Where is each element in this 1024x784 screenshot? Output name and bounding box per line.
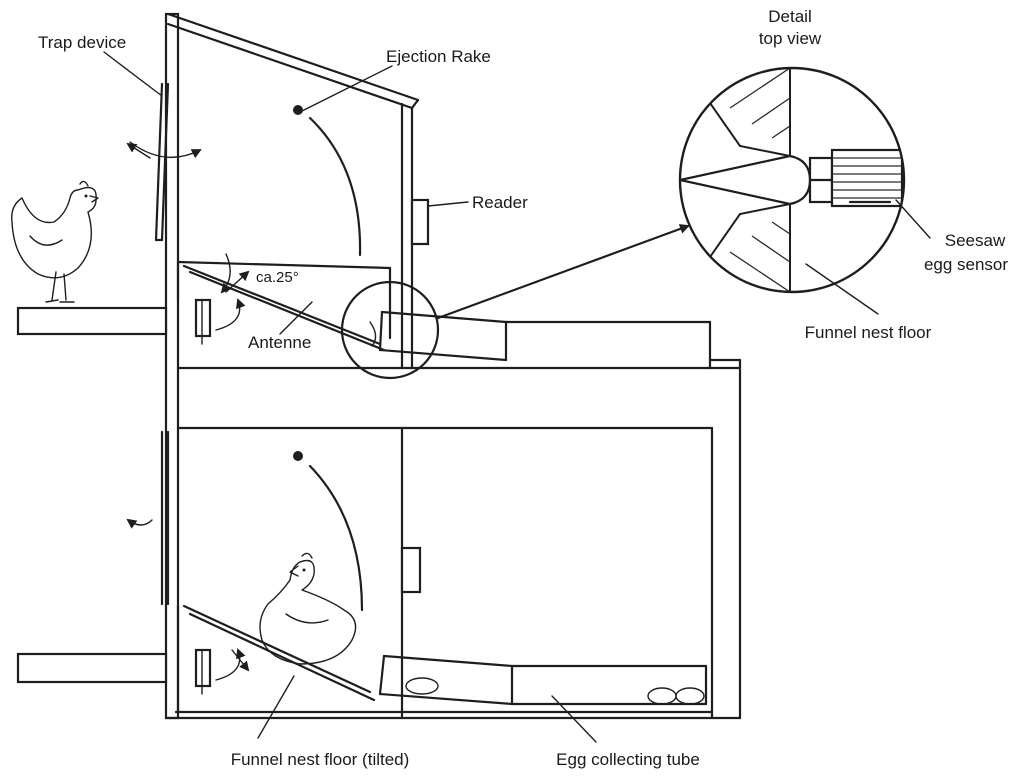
pivot-arrows-lower (215, 648, 250, 681)
label-detail: Detail (768, 7, 811, 26)
label-seesaw: Seesaw (945, 231, 1006, 250)
lower-perch (16, 652, 168, 684)
trap-device-lower (160, 430, 170, 606)
label-ejection-rake: Ejection Rake (386, 47, 491, 66)
trap-device-upper (154, 82, 170, 242)
reader-upper (410, 198, 430, 246)
label-egg-sensor: egg sensor (924, 255, 1008, 274)
egg-tube-upper (369, 310, 712, 362)
nest-box-frame (164, 12, 742, 720)
leader-lines (103, 51, 931, 743)
ejection-rake-lower (293, 451, 364, 612)
pivot-arrows-upper (215, 253, 250, 331)
label-reader: Reader (472, 193, 528, 212)
upper-perch (16, 306, 168, 336)
ejection-rake-upper (293, 105, 362, 257)
trap-rotation-arrow (126, 141, 202, 159)
label-trap-device: Trap device (38, 33, 126, 52)
egg-collected-2 (675, 687, 705, 705)
hen-in-nest (259, 552, 357, 665)
hen-on-perch (11, 180, 99, 303)
magnifier-circle (340, 224, 690, 380)
label-angle: ca.25° (256, 269, 299, 286)
label-antenne: Antenne (248, 333, 311, 352)
detail-top-view (678, 66, 906, 294)
trap-rotation-arrow-lower (126, 518, 153, 529)
label-funnel-nest-floor-tilted: Funnel nest floor (tilted) (231, 750, 410, 769)
egg-in-tube (405, 677, 439, 695)
egg-tube-lower (378, 654, 708, 706)
label-funnel-nest-floor: Funnel nest floor (805, 323, 932, 342)
reader-lower (400, 546, 422, 594)
funnel-nest-floor-lower (176, 604, 376, 714)
label-egg-collecting-tube: Egg collecting tube (556, 750, 700, 769)
label-top-view: top view (759, 29, 822, 48)
eggs (405, 677, 705, 705)
egg-collected-1 (647, 687, 677, 705)
